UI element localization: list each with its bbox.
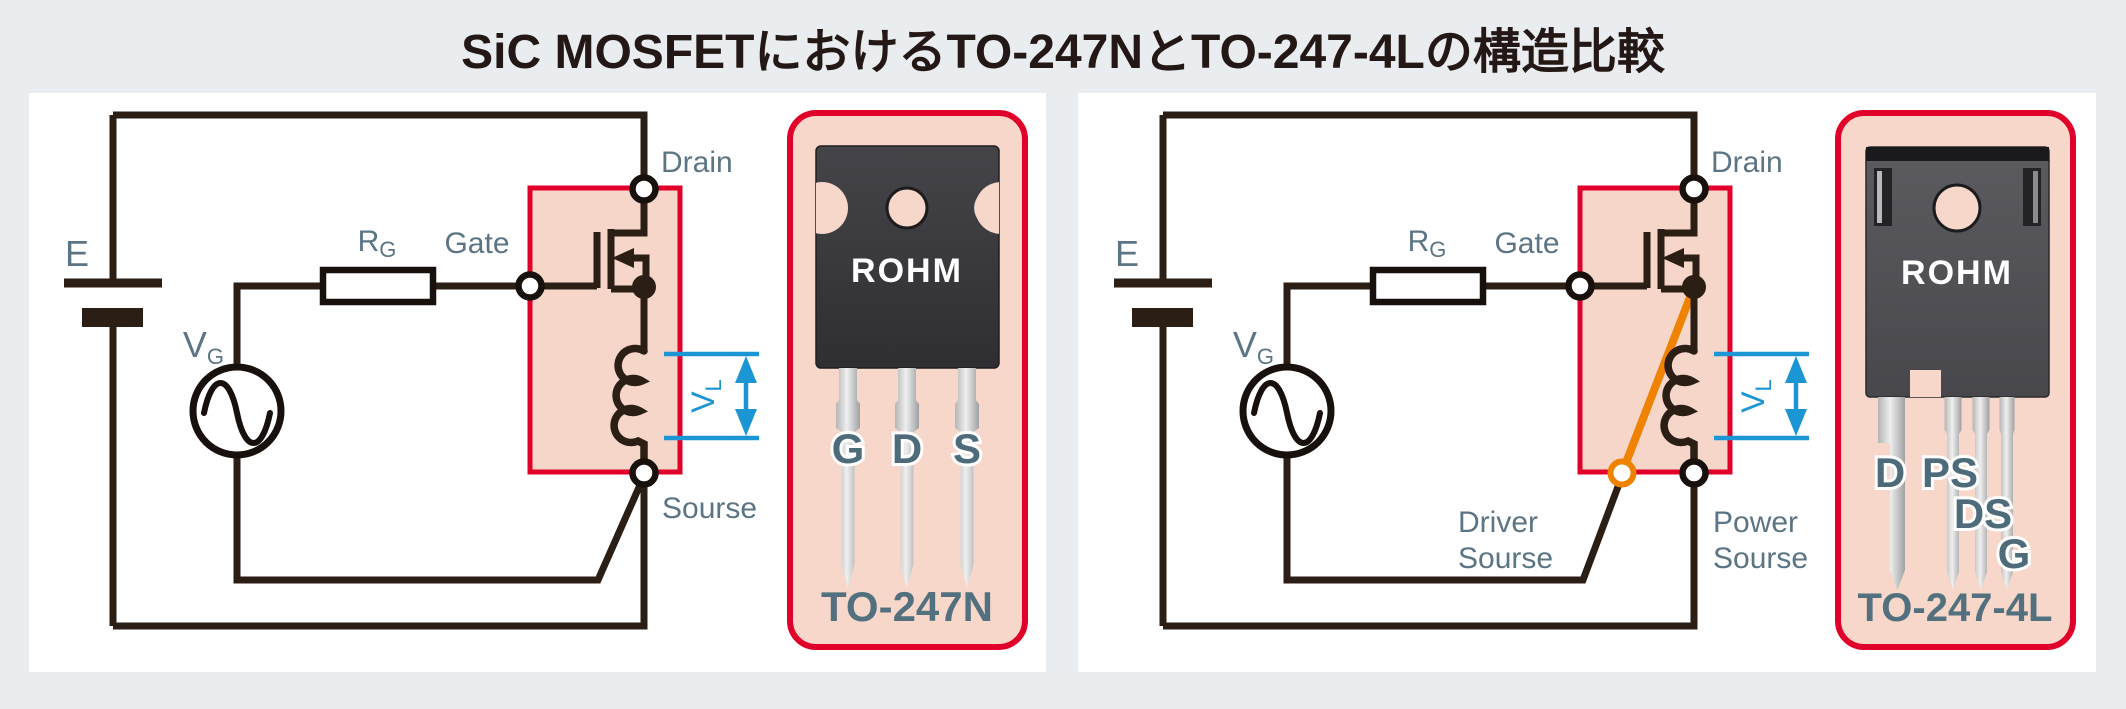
pin-label-g: G xyxy=(1998,530,2031,577)
circuit-to247-4l-svg: VL E VG RG Gate Drain Driver Sourse Powe… xyxy=(1114,110,2076,650)
battery-negative-plate xyxy=(82,308,143,327)
pin-label-ds: DS xyxy=(1954,490,2012,537)
vl-dimension: VL xyxy=(1714,351,1809,441)
drain-terminal xyxy=(629,174,659,204)
vg-label: VG xyxy=(1233,324,1274,369)
pin-gate xyxy=(1999,397,2015,590)
drain-terminal xyxy=(1679,174,1709,204)
pin-label-ps: PS xyxy=(1922,449,1978,496)
vl-label: VL xyxy=(685,379,726,413)
top-supply-wire xyxy=(113,111,648,178)
svg-text:Sourse: Sourse xyxy=(1713,542,1808,575)
side-slots xyxy=(1874,168,2041,226)
package-body: ROHM xyxy=(815,145,1000,369)
pin-label-d: D xyxy=(1875,449,1905,496)
gate-label: Gate xyxy=(1494,227,1559,260)
pin-label-g: G xyxy=(832,425,865,472)
parasitic-inductor xyxy=(610,344,651,466)
mounting-hole xyxy=(1932,183,1982,233)
gate-label: Gate xyxy=(444,227,509,260)
diagram-title: SiC MOSFETにおけるTO-247NとTO-247-4Lの構造比較 xyxy=(461,25,1665,79)
rohm-logo: ROHM xyxy=(1901,254,2013,292)
sine-icon xyxy=(201,380,273,446)
package-pins xyxy=(836,368,979,588)
battery-e xyxy=(1114,115,1212,626)
pin-source xyxy=(955,368,979,588)
drain-label: Drain xyxy=(661,146,733,179)
power-source-return-wire xyxy=(1163,484,1698,630)
power-source-label: Power Sourse xyxy=(1713,506,1808,575)
mosfet-highlight-box xyxy=(1577,185,1733,475)
gate-resistor xyxy=(1369,266,1487,306)
vg-source xyxy=(1239,363,1335,459)
gate-terminal xyxy=(515,271,545,301)
gate-drive-wire xyxy=(1283,282,1623,584)
mounting-hole xyxy=(885,186,929,230)
panel-to247-4l: VL E VG RG Gate Drain Driver Sourse Powe… xyxy=(1078,93,2096,672)
top-supply-wire xyxy=(1163,111,1698,178)
drain-label: Drain xyxy=(1711,146,1783,179)
battery-negative-plate xyxy=(1132,308,1193,327)
circuit-to247n-svg: VL E VG RG Gate Drain Sourse xyxy=(64,110,1028,650)
pin-power-source xyxy=(1944,397,1962,590)
pin-label-s: S xyxy=(953,425,981,472)
rg-label: RG xyxy=(1408,225,1447,262)
package-pins xyxy=(1878,397,2015,590)
source-terminal xyxy=(629,458,659,488)
source-label: Sourse xyxy=(662,492,757,525)
pin-label-d: D xyxy=(892,425,922,472)
mosfet-symbol xyxy=(1591,200,1706,351)
mosfet-symbol xyxy=(541,200,656,351)
pin-drain xyxy=(895,368,919,588)
sine-icon xyxy=(1251,380,1323,446)
vg-source xyxy=(189,363,285,459)
vl-dimension: VL xyxy=(664,351,759,441)
pin-labels: G D S xyxy=(829,422,984,475)
driver-source-terminal xyxy=(1607,458,1637,488)
panel-to247n: VL E VG RG Gate Drain Sourse xyxy=(29,93,1046,672)
mosfet-body-arrow-icon xyxy=(1662,248,1684,268)
mosfet-highlight-box xyxy=(527,185,683,475)
pin-driver-source xyxy=(1972,397,1990,590)
svg-text:Driver: Driver xyxy=(1458,506,1538,539)
svg-text:Power: Power xyxy=(1713,506,1798,539)
rg-label: RG xyxy=(358,225,397,262)
mosfet-body-arrow-icon xyxy=(612,248,634,268)
battery-e xyxy=(64,115,162,626)
body-top-band xyxy=(1866,147,2049,161)
gate-drive-wire xyxy=(233,282,644,584)
pin-gate xyxy=(836,368,860,588)
power-source-terminal xyxy=(1679,458,1709,488)
battery-label: E xyxy=(65,233,89,274)
parasitic-inductor xyxy=(1660,344,1701,466)
gate-terminal xyxy=(1565,271,1595,301)
vg-label: VG xyxy=(183,324,224,369)
rohm-logo: ROHM xyxy=(851,252,963,290)
svg-text:Sourse: Sourse xyxy=(1458,542,1553,575)
battery-label: E xyxy=(1115,233,1139,274)
driver-source-label: Driver Sourse xyxy=(1458,506,1553,575)
package-card-to247-4l: ROHM D PS DS G TO-247-4L xyxy=(1835,110,2076,650)
package-name-to247-4l: TO-247-4L xyxy=(1858,586,2053,630)
battery-return-wire xyxy=(113,484,648,630)
vl-label: VL xyxy=(1735,379,1776,413)
pin-labels: D PS DS G xyxy=(1872,446,2034,580)
kelvin-source-link xyxy=(1618,285,1698,475)
bottom-notch xyxy=(1910,370,1941,397)
package-card-to247n: ROHM G D S TO-247N xyxy=(787,110,1028,650)
package-body: ROHM xyxy=(1865,146,2050,398)
gate-resistor xyxy=(319,266,437,306)
package-name-to247n: TO-247N xyxy=(821,583,993,630)
pin-drain xyxy=(1878,397,1905,590)
mounting-ear-cutouts xyxy=(816,182,999,234)
